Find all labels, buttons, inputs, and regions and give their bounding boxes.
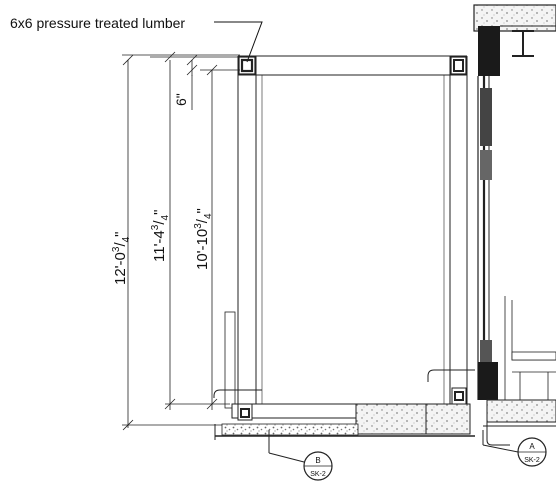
existing-building [473, 4, 556, 446]
svg-text:SK-2: SK-2 [524, 457, 540, 464]
dimension-12ft: 12'-03/4" [111, 231, 132, 285]
dimension-11ft: 11'-43/4" [150, 210, 171, 262]
dimension-lines [122, 51, 240, 431]
svg-text:SK-2: SK-2 [310, 471, 326, 478]
callout-leader [214, 21, 263, 63]
lumber-frame [224, 55, 468, 420]
ground-slab [213, 369, 475, 440]
section-tag-a: A SK-2 [482, 430, 547, 467]
section-tag-b: B SK-2 [268, 430, 333, 481]
svg-text:A: A [529, 442, 535, 451]
dimension-6in: 6" [173, 93, 189, 106]
callout-label: 6x6 pressure treated lumber [10, 15, 186, 31]
dimension-10ft: 10'-103/4" [193, 208, 214, 270]
svg-text:B: B [315, 456, 320, 465]
